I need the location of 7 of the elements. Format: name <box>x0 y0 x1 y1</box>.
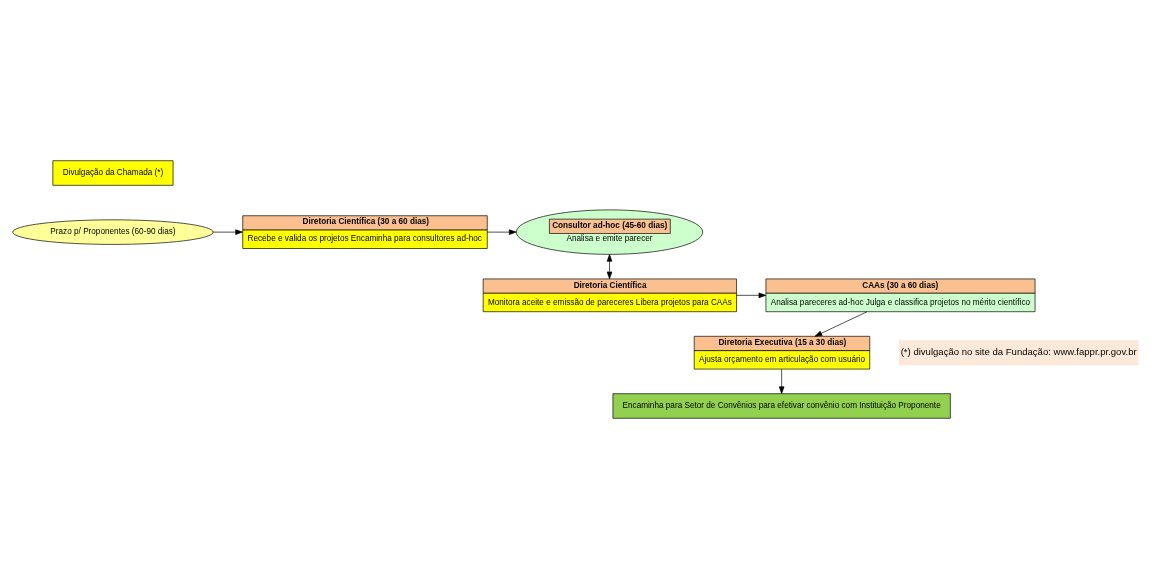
arrow <box>735 292 767 299</box>
arrow <box>606 254 613 280</box>
label: (*) divulgação no site da Fundação: www.fappr.pr.gov.br <box>900 346 1137 358</box>
arrow <box>212 229 243 235</box>
arrow <box>778 368 785 394</box>
arrow <box>486 229 517 235</box>
arrow <box>814 311 868 337</box>
